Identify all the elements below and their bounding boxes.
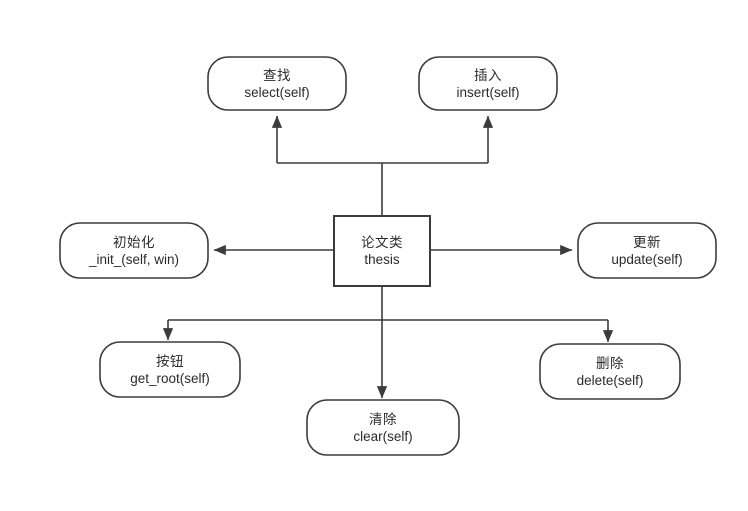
node-clear[interactable] bbox=[306, 399, 460, 456]
node-group bbox=[59, 56, 717, 456]
node-delete[interactable] bbox=[539, 343, 681, 400]
node-init[interactable] bbox=[59, 222, 209, 279]
node-get_root[interactable] bbox=[99, 341, 241, 398]
edge-group bbox=[162, 115, 614, 399]
node-update[interactable] bbox=[577, 222, 717, 279]
node-insert[interactable] bbox=[418, 56, 558, 111]
node-select[interactable] bbox=[207, 56, 347, 111]
node-thesis[interactable] bbox=[333, 215, 431, 287]
